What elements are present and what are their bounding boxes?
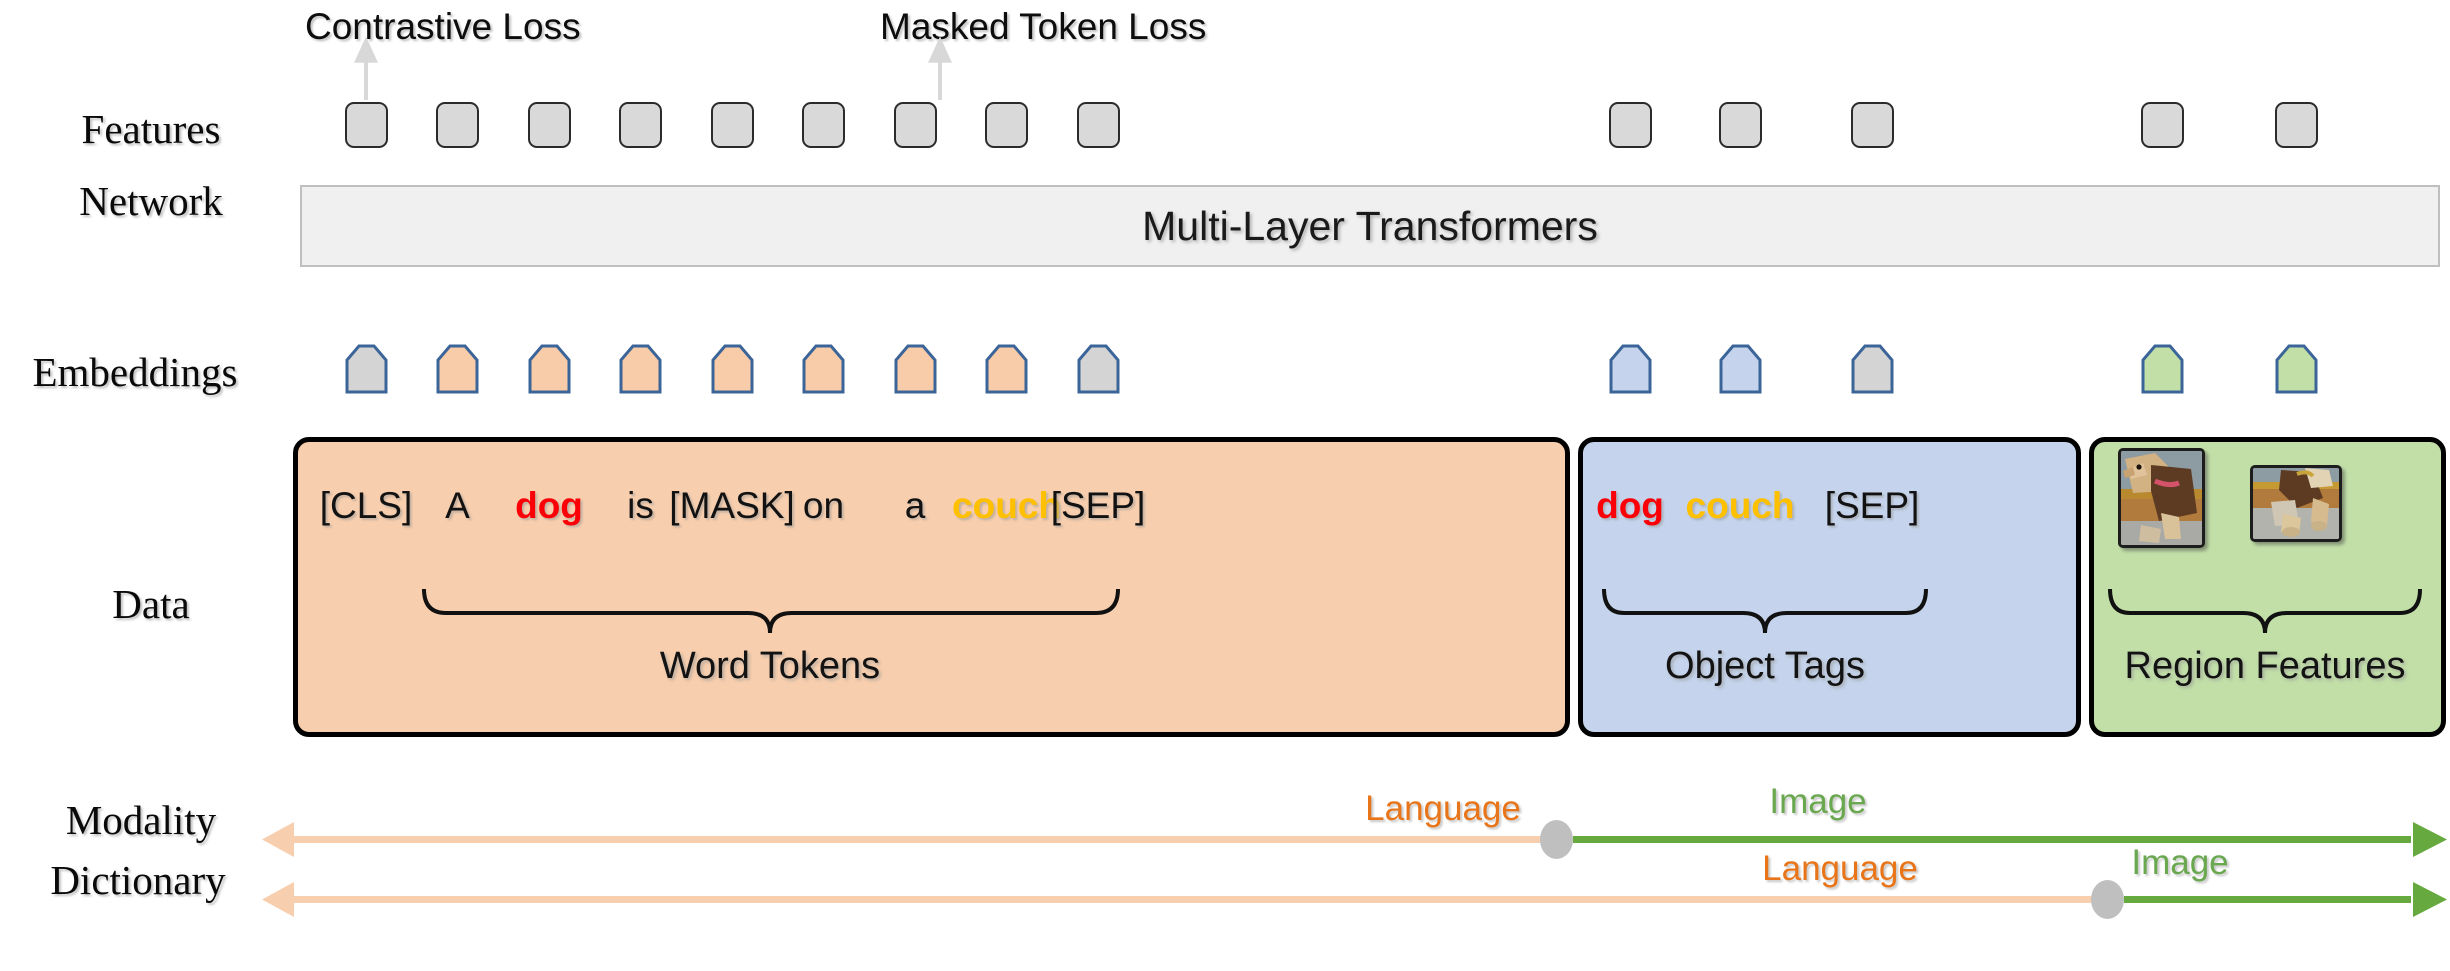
row-label-modality: Modality xyxy=(65,797,217,843)
row-label-dictionary: Dictionary xyxy=(50,857,226,903)
object-tags-caption: Object Tags xyxy=(1665,645,1865,687)
feature-token-6 xyxy=(802,102,845,148)
word-token-1: [CLS] xyxy=(319,485,413,526)
word-token-6: on xyxy=(802,485,845,526)
feature-token-10 xyxy=(1608,102,1652,148)
word-token-3: dog xyxy=(515,485,583,526)
feature-token-13 xyxy=(2140,102,2184,148)
modality-axis-right-track xyxy=(1573,836,2411,843)
dictionary-axis-right-track xyxy=(2124,896,2411,903)
object-tag-1: dog xyxy=(1596,485,1664,526)
dictionary-left-arrowhead xyxy=(262,882,294,917)
region-thumbnail-dog-body[interactable] xyxy=(2250,465,2342,542)
object-tag-3: [SEP] xyxy=(1824,485,1920,526)
modality-language-label: Language xyxy=(1365,789,1521,828)
embedding-token-11 xyxy=(1718,343,1763,395)
dictionary-split-knob[interactable] xyxy=(2091,880,2124,919)
embedding-token-4 xyxy=(618,343,663,395)
embedding-token-14 xyxy=(2274,343,2319,395)
modality-left-arrowhead xyxy=(262,822,294,857)
word-token-2: A xyxy=(445,485,470,526)
object-tag-2: couch xyxy=(1685,485,1795,526)
embedding-token-8 xyxy=(984,343,1029,395)
embedding-token-3 xyxy=(527,343,572,395)
feature-token-2 xyxy=(436,102,479,148)
network-bar-label: Multi-Layer Transformers xyxy=(1142,202,1598,249)
region-features-brace xyxy=(2108,588,2422,634)
word-token-4: is xyxy=(627,485,654,526)
word-tokens-brace xyxy=(422,588,1120,634)
embedding-token-9 xyxy=(1076,343,1121,395)
dictionary-axis-left-track xyxy=(288,896,2094,903)
word-token-7: a xyxy=(904,485,926,526)
embedding-token-1 xyxy=(344,343,389,395)
modality-image-label: Image xyxy=(1769,782,1867,821)
row-label-features: Features xyxy=(81,106,221,152)
modality-axis-left-track xyxy=(288,836,1543,843)
embedding-token-7 xyxy=(893,343,938,395)
region-features-caption: Region Features xyxy=(2124,645,2406,687)
region-thumbnail-dog-head[interactable] xyxy=(2118,448,2205,548)
word-tokens-caption: Word Tokens xyxy=(659,645,881,687)
contrastive-loss-label: Contrastive Loss xyxy=(305,6,581,47)
modality-split-knob[interactable] xyxy=(1540,820,1573,859)
feature-token-9 xyxy=(1076,102,1120,148)
feature-token-14 xyxy=(2274,102,2318,148)
feature-token-4 xyxy=(619,102,662,148)
embedding-token-10 xyxy=(1608,343,1653,395)
dictionary-image-label: Image xyxy=(2131,843,2229,882)
dictionary-language-label: Language xyxy=(1762,849,1918,888)
word-token-8: couch xyxy=(952,485,1061,526)
row-label-embeddings: Embeddings xyxy=(32,349,238,395)
row-label-network: Network xyxy=(79,178,223,224)
feature-token-3 xyxy=(527,102,571,148)
modality-right-arrowhead xyxy=(2413,822,2447,857)
word-token-5: [MASK] xyxy=(669,485,795,526)
feature-token-12 xyxy=(1850,102,1894,148)
object-tags-box[interactable] xyxy=(1578,437,2081,737)
feature-token-5 xyxy=(710,102,754,148)
feature-token-1 xyxy=(344,102,388,148)
embedding-token-2 xyxy=(435,343,480,395)
row-label-data: Data xyxy=(112,581,190,627)
object-tags-brace xyxy=(1602,588,1928,634)
word-token-9: [SEP] xyxy=(1050,485,1146,526)
word-tokens-box[interactable] xyxy=(293,437,1570,737)
embedding-token-12 xyxy=(1850,343,1895,395)
feature-token-7 xyxy=(893,102,937,148)
network-bar: Multi-Layer Transformers xyxy=(300,185,2440,267)
feature-token-11 xyxy=(1718,102,1762,148)
embedding-token-13 xyxy=(2140,343,2185,395)
dictionary-right-arrowhead xyxy=(2413,882,2447,917)
feature-token-8 xyxy=(985,102,1028,148)
embedding-token-6 xyxy=(801,343,846,395)
masked-token-loss-label: Masked Token Loss xyxy=(880,6,1207,47)
embedding-token-5 xyxy=(710,343,755,395)
